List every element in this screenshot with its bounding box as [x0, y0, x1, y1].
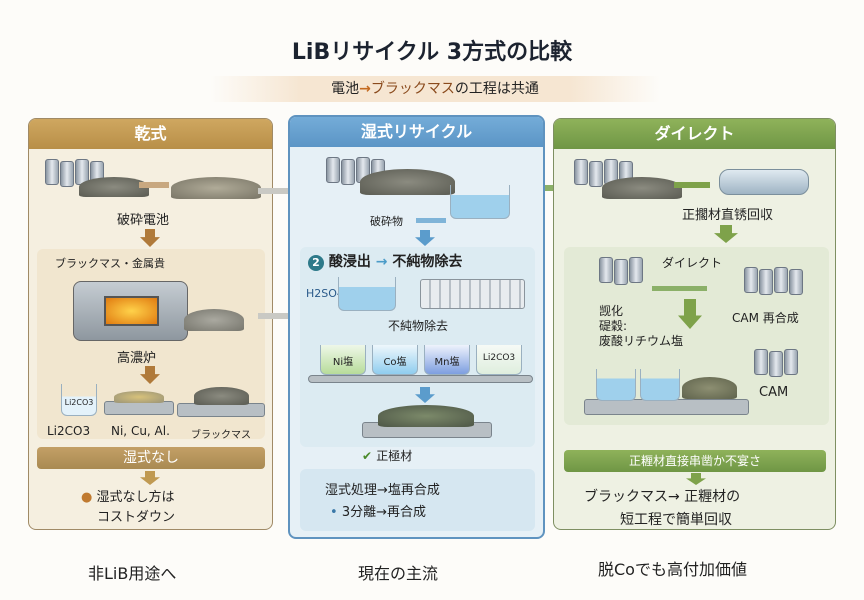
note-text: 3分離→再合成 — [341, 505, 426, 520]
crush-label: 破砕物 — [370, 215, 403, 228]
arrow-right-icon — [674, 182, 710, 188]
product-blackmass: ブラックマス — [191, 430, 251, 441]
product-label: ✔ 正極材 — [362, 447, 412, 464]
shelf-icon — [308, 375, 533, 383]
filter-press-icon — [420, 279, 525, 309]
filter-label: 不純物除去 — [388, 319, 449, 333]
crush-label: 破砕電池 — [117, 213, 170, 228]
metal-tray-icon — [104, 401, 174, 415]
chem-line: 觊化 — [599, 304, 624, 318]
panel-direct: ダイレクト 正擱材直锈回収 ダイレクト CAM 再合成 觊化 碮穀: 废酸リチウ… — [553, 118, 836, 530]
cathode-pile-icon — [378, 405, 474, 427]
crushed-pile-icon — [602, 177, 682, 199]
furnace-label: 高濃炉 — [117, 351, 157, 366]
step-number-badge: 2 — [308, 255, 324, 271]
metal-pile-icon — [114, 391, 164, 403]
product-li2co3: Li2CO3 — [47, 424, 91, 438]
beaker-icon — [640, 369, 680, 401]
arrow-icon: → — [375, 254, 388, 270]
direct-bar: 正糎材直接串凿か不宴さ — [564, 450, 826, 472]
page-title: LiBリサイクル 3方式の比較 — [291, 40, 573, 65]
step-title-b: 不純物除去 — [392, 254, 463, 270]
crushed-pile-icon — [171, 177, 261, 199]
chem-line: 碮穀: — [599, 319, 628, 333]
arrow-right-icon — [416, 218, 446, 223]
no-wet-bar: 湿式なし — [37, 447, 265, 469]
step-label: ブラックマス・金属貴 — [55, 257, 165, 270]
note-line2: コストダウン — [97, 510, 176, 525]
arrow-right-icon — [139, 182, 169, 188]
tray-icon — [584, 399, 749, 415]
panel-dry: 乾式 破砕電池 ブラックマス・金属貴 高濃炉 Li2CO3 Li2CO3 Ni,… — [28, 118, 273, 530]
resynth-label: CAM 再合成 — [732, 311, 799, 325]
crushed-pile-icon — [360, 169, 455, 195]
panel-wet-header: 湿式リサイクル — [290, 117, 543, 147]
panel-dry-header: 乾式 — [29, 119, 272, 149]
product-metals: Ni, Cu, Al. — [111, 424, 170, 438]
note-line1: ブラックマス→ 正糎材の — [584, 489, 741, 505]
connector-line — [258, 313, 288, 319]
salt-label: Ni塩 — [332, 357, 354, 368]
blackmass-pile-icon — [194, 387, 249, 405]
check-icon: ✔ — [362, 449, 377, 463]
blackmass-tray-icon — [177, 403, 265, 417]
note-line1: 湿式処理→塩再合成 — [325, 483, 440, 498]
chem-label: 觊化 碮穀: 废酸リチウム塩 — [599, 304, 683, 349]
subtitle-band: 電池→ブラックマスの工程は共通 — [210, 76, 660, 102]
note-text: 湿式なし方は — [96, 490, 175, 505]
arrow-down-icon — [415, 230, 435, 246]
acid-label: H2SO4 — [306, 287, 344, 300]
subtitle-battery: 電池 — [331, 81, 360, 97]
beaker-icon — [450, 185, 510, 219]
salt-beaker-co: Co塩 — [372, 345, 418, 375]
caption-wet: 現在の主流 — [358, 564, 439, 583]
recover-label: 正擱材直锈回収 — [682, 208, 774, 223]
arrow-right-icon — [652, 286, 707, 291]
salt-label: Li2CO3 — [482, 353, 516, 363]
cathode-cells-icon — [719, 169, 809, 195]
beaker-icon — [596, 369, 636, 401]
bullet-icon: ● — [81, 490, 97, 505]
acid-beaker-icon — [338, 277, 396, 311]
product-text: 正極材 — [376, 449, 413, 463]
panel-direct-header: ダイレクト — [554, 119, 835, 149]
beaker-label: Li2CO3 — [64, 398, 94, 407]
cam-label: CAM — [759, 385, 789, 400]
note-line2: 短工程で簡単回収 — [620, 512, 732, 528]
caption-dry: 非LiB用途へ — [88, 564, 177, 583]
blackmass-pile-icon — [682, 377, 737, 399]
inner-title: ダイレクト — [662, 256, 723, 270]
arrow-down-icon — [686, 473, 706, 485]
subtitle-blackmass: ブラックマス — [370, 81, 455, 97]
panel-wet: 湿式リサイクル 破砕物 2 酸浸出 → 不純物除去 H2SO4 不純物除去 Ni… — [288, 115, 545, 539]
furnace-icon — [73, 281, 188, 341]
bullet-icon: • — [330, 505, 342, 520]
note-line2: • 3分離→再合成 — [330, 501, 426, 520]
rubble-pile-icon — [184, 309, 244, 331]
chem-line: 废酸リチウム塩 — [599, 334, 684, 348]
beaker-icon: Li2CO3 — [61, 384, 97, 416]
step-title-a: 酸浸出 — [328, 254, 371, 270]
salt-beaker-ni: Ni塩 — [320, 345, 366, 375]
note-line1: ● 湿式なし方は — [81, 486, 175, 505]
salt-beaker-mn: Mn塩 — [424, 345, 470, 375]
arrow-down-icon — [140, 471, 160, 485]
crushed-pile-icon — [79, 177, 149, 197]
caption-direct: 脱Coでも高付加価値 — [598, 560, 747, 579]
step-title: 2 酸浸出 → 不純物除去 — [308, 251, 462, 271]
salt-label: Co塩 — [383, 357, 407, 368]
arrow-down-icon — [714, 225, 738, 243]
arrow-icon: → — [359, 81, 371, 97]
wet-note-box — [300, 469, 535, 531]
connector-line — [258, 188, 288, 194]
arrow-down-icon — [140, 229, 160, 247]
salt-beaker-li: Li2CO3 — [476, 345, 522, 375]
subtitle-common: の工程は共通 — [454, 81, 539, 97]
salt-label: Mn塩 — [434, 357, 460, 368]
